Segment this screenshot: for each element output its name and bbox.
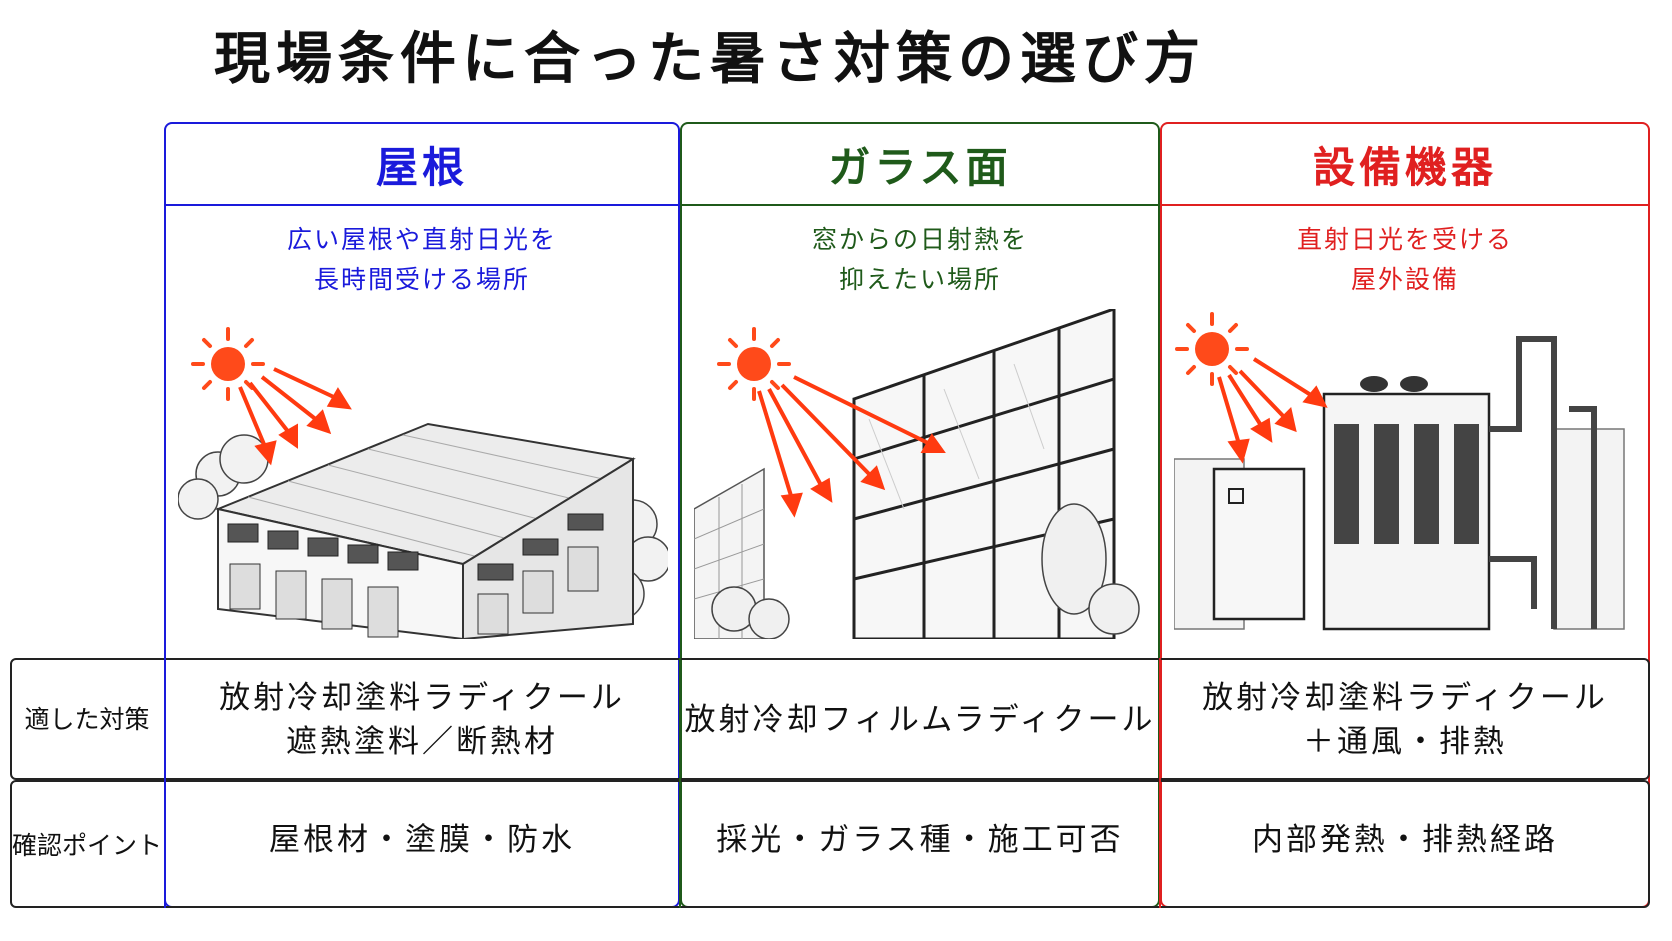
sunlight-arrows — [238, 367, 352, 466]
cell-line-1: 内部発熱・排熱経路 — [1252, 822, 1558, 858]
cell-line-1: 放射冷却フィルムラディクール — [684, 702, 1156, 738]
column-desc-equipment: 直射日光を受ける 屋外設備 — [1162, 220, 1648, 300]
column-equipment: 設備機器 直射日光を受ける 屋外設備 — [1160, 122, 1650, 908]
checkpoint-cell-equipment: 内部発熱・排熱経路 — [1161, 818, 1649, 862]
cell-line-1: 採光・ガラス種・施工可否 — [716, 822, 1124, 858]
row-measures — [10, 658, 1650, 780]
page-title: 現場条件に合った暑さ対策の選び方 — [214, 27, 1206, 92]
desc-line-2: 抑えたい場所 — [838, 265, 1001, 294]
sunlight-arrows — [757, 375, 946, 518]
sun-icon — [1175, 312, 1249, 386]
row-divider — [1159, 658, 1161, 908]
cell-line-2: 遮熱塗料／断熱材 — [286, 724, 558, 760]
desc-line-1: 窓からの日射熱を — [811, 225, 1028, 254]
desc-line-1: 直射日光を受ける — [1296, 225, 1513, 254]
row-checkpoints — [10, 780, 1650, 908]
sunlight-arrows — [1217, 357, 1328, 464]
column-heading-roof: 屋根 — [166, 124, 678, 206]
column-desc-roof: 広い屋根や直射日光を 長時間受ける場所 — [166, 220, 678, 300]
measure-cell-glass: 放射冷却フィルムラディクール — [681, 698, 1159, 742]
row-divider — [679, 658, 681, 908]
checkpoint-cell-glass: 採光・ガラス種・施工可否 — [681, 818, 1159, 862]
column-heading-equipment: 設備機器 — [1162, 124, 1648, 206]
checkpoint-cell-roof: 屋根材・塗膜・防水 — [166, 818, 678, 862]
column-glass: ガラス面 窓からの日射熱を 抑えたい場所 — [680, 122, 1160, 908]
cell-line-1: 屋根材・塗膜・防水 — [269, 822, 575, 858]
cell-line-1: 放射冷却塗料ラディクール — [219, 680, 625, 716]
row-label-checkpoints: 確認ポイント — [11, 831, 162, 860]
desc-line-2: 屋外設備 — [1350, 265, 1459, 294]
row-divider — [164, 658, 166, 908]
column-roof: 屋根 広い屋根や直射日光を 長時間受ける場所 — [164, 122, 680, 908]
cell-line-2: ＋通風・排熱 — [1303, 724, 1507, 760]
desc-line-2: 長時間受ける場所 — [313, 265, 530, 294]
row-label-measures: 適した対策 — [24, 705, 150, 734]
sun-icon — [717, 327, 791, 401]
measure-cell-equipment: 放射冷却塗料ラディクール ＋通風・排熱 — [1161, 676, 1649, 764]
glass-illustration — [694, 309, 1140, 639]
cell-line-1: 放射冷却塗料ラディクール — [1202, 680, 1608, 716]
desc-line-1: 広い屋根や直射日光を — [286, 225, 557, 254]
column-desc-glass: 窓からの日射熱を 抑えたい場所 — [682, 220, 1158, 300]
roof-illustration — [178, 327, 668, 639]
measure-cell-roof: 放射冷却塗料ラディクール 遮熱塗料／断熱材 — [166, 676, 678, 764]
cabinet — [1212, 467, 1306, 621]
sun-icon — [191, 327, 265, 401]
equipment-illustration — [1174, 312, 1625, 631]
column-heading-glass: ガラス面 — [682, 124, 1158, 206]
